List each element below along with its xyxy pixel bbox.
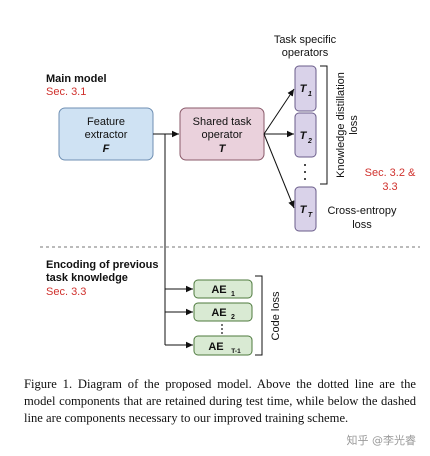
feature-extractor-label-2: extractor — [85, 129, 128, 141]
task-operator-tT-sub: T — [308, 212, 313, 219]
ellipsis-dot — [221, 324, 223, 326]
encoding-heading: Encoding of previous — [46, 259, 158, 271]
task-operator-t1-box — [294, 65, 317, 112]
shared-operator-label: Shared task — [193, 116, 252, 128]
sec-32-label-2: 3.3 — [382, 181, 397, 193]
main-model-heading: Main model — [46, 73, 107, 85]
code-loss-bracket — [255, 275, 263, 356]
kd-loss-bracket — [320, 65, 328, 185]
main-model-section: Sec. 3.1 — [46, 86, 86, 98]
kd-loss-label: Knowledge distillation — [335, 72, 347, 178]
ce-loss-label: Cross-entropy — [327, 205, 397, 217]
ce-loss-label-2: loss — [352, 219, 372, 231]
task-specific-operators-label-2: operators — [282, 47, 329, 59]
sec-32-label: Sec. 3.2 & — [365, 167, 416, 179]
encoding-heading-2: task knowledge — [46, 272, 128, 284]
arrow-to-tT — [263, 133, 295, 209]
task-operator-t2-box — [294, 112, 317, 158]
arrow-to-t1 — [263, 88, 295, 135]
task-operator-t1-label: T — [300, 83, 308, 95]
aeT-box — [193, 335, 253, 356]
ellipsis-dot — [304, 171, 306, 173]
feature-extractor-symbol: F — [103, 143, 110, 155]
ellipsis-dot — [221, 328, 223, 330]
task-operator-tT-label: T — [300, 204, 308, 216]
feature-extractor-label: Feature — [87, 116, 125, 128]
watermark: 知乎 @李光睿 — [346, 434, 417, 447]
task-operator-tT-box — [294, 186, 317, 232]
task-specific-operators-label: Task specific — [274, 34, 337, 46]
ae2-sub: 2 — [231, 314, 235, 321]
ellipsis-dot — [304, 178, 306, 180]
ae1-box — [193, 279, 253, 299]
aeT-label: AE — [208, 341, 223, 353]
encoding-section: Sec. 3.3 — [46, 286, 86, 298]
shared-operator-symbol: T — [219, 143, 227, 155]
ae2-box — [193, 302, 253, 322]
kd-loss-label-2: loss — [348, 115, 360, 135]
ellipsis-dot — [304, 164, 306, 166]
ae1-label: AE — [211, 284, 226, 296]
code-loss-label: Code loss — [270, 291, 282, 340]
ellipsis-dot — [221, 332, 223, 334]
task-operator-t2-sub: 2 — [307, 138, 312, 145]
shared-operator-label-2: operator — [202, 129, 243, 141]
task-operator-t1-sub: 1 — [308, 91, 312, 98]
figure-caption: Figure 1. Diagram of the proposed model.… — [24, 377, 416, 425]
ae2-label: AE — [211, 307, 226, 319]
model-diagram: Task specific operators Main model Sec. … — [40, 34, 420, 356]
ae1-sub: 1 — [231, 291, 235, 298]
aeT-sub: T-1 — [231, 348, 241, 355]
task-operator-t2-label: T — [300, 130, 308, 142]
